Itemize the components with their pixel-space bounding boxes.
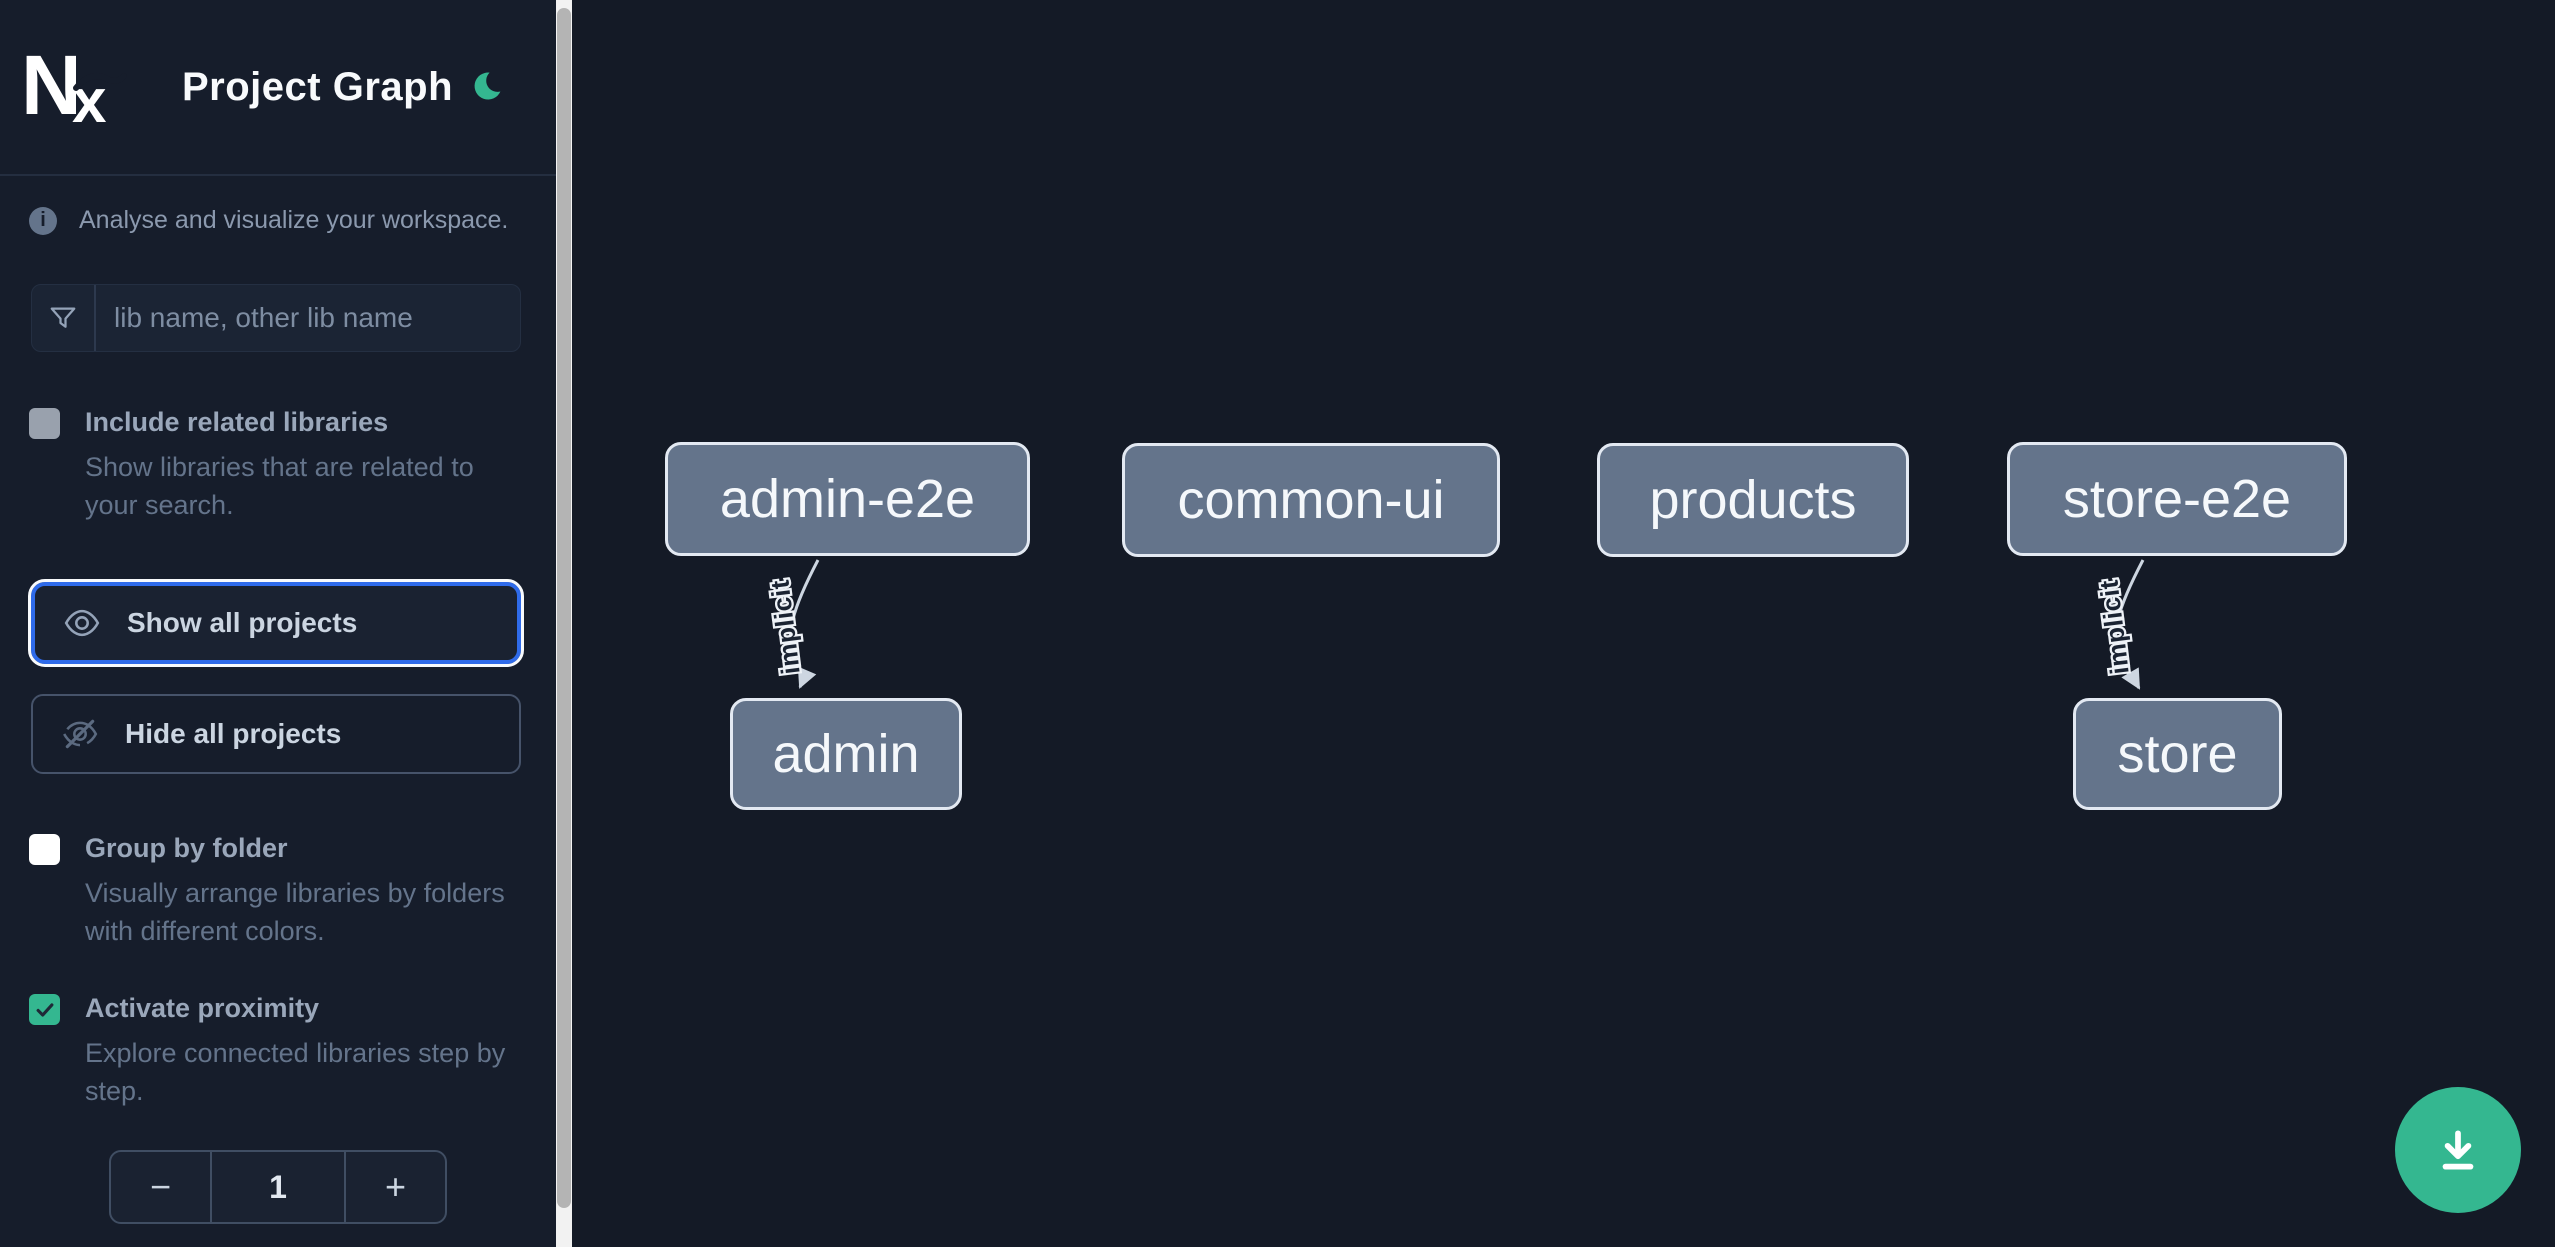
hide-all-projects-label: Hide all projects (125, 718, 342, 749)
graph-node-store[interactable]: store (2073, 698, 2282, 810)
include-related-checkbox[interactable] (29, 408, 60, 439)
graph-edges: implicit implicit (762, 559, 2145, 690)
edge-admin-e2e-to-admin (788, 559, 820, 689)
edge-label-implicit: implicit (2093, 578, 2134, 676)
sidebar-scrollbar-thumb[interactable] (557, 8, 571, 1208)
proximity-value: 1 (210, 1152, 346, 1222)
show-all-projects-label: Show all projects (127, 607, 358, 638)
show-all-projects-button[interactable]: Show all projects (28, 579, 524, 667)
nx-logo: N x (21, 38, 127, 136)
option-include-related: Include related libraries Show libraries… (29, 404, 529, 524)
info-text: Analyse and visualize your workspace. (79, 206, 509, 234)
search-input[interactable] (96, 285, 520, 351)
proximity-decrement-button[interactable]: − (149, 1166, 172, 1207)
checkmark-icon (36, 1002, 53, 1017)
group-by-folder-checkbox[interactable] (29, 834, 60, 865)
search-box (31, 284, 521, 352)
page-title: Project Graph (182, 64, 454, 109)
info-banner: i Analyse and visualize your workspace. (29, 206, 556, 235)
edge-store-e2e-to-store (2113, 559, 2145, 690)
option-group-by-folder: Group by folder Visually arrange librari… (29, 830, 529, 950)
option-description: Show libraries that are related to your … (85, 452, 474, 520)
eye-off-icon (63, 719, 98, 749)
info-icon: i (29, 206, 57, 235)
download-graph-button[interactable] (2395, 1087, 2521, 1213)
option-label: Include related libraries (85, 407, 389, 437)
dark-mode-moon-icon[interactable] (468, 69, 504, 105)
option-description: Explore connected libraries step by step… (85, 1038, 506, 1106)
eye-icon (64, 609, 100, 637)
download-icon (2442, 1130, 2474, 1170)
option-label: Group by folder (85, 833, 288, 863)
project-graph-canvas[interactable]: implicit implicit admin-e2e common-ui pr… (572, 0, 2555, 1247)
sidebar-header: N x Project Graph (0, 0, 556, 176)
sidebar: N x Project Graph i Analyse and visualiz… (0, 0, 556, 1247)
proximity-stepper: − 1 + (109, 1150, 447, 1224)
sidebar-scrollbar[interactable] (556, 0, 572, 1247)
graph-node-products[interactable]: products (1597, 443, 1909, 557)
option-label: Activate proximity (85, 993, 320, 1023)
graph-node-admin[interactable]: admin (730, 698, 962, 810)
edge-label-implicit: implicit (764, 578, 805, 676)
filter-icon (32, 285, 96, 351)
svg-text:N: N (21, 38, 82, 132)
option-activate-proximity: Activate proximity Explore connected lib… (29, 990, 529, 1110)
proximity-increment-button[interactable]: + (384, 1166, 407, 1207)
hide-all-projects-button[interactable]: Hide all projects (31, 694, 521, 774)
activate-proximity-checkbox[interactable] (29, 994, 60, 1025)
option-description: Visually arrange libraries by folders wi… (85, 878, 505, 946)
graph-node-common-ui[interactable]: common-ui (1122, 443, 1500, 557)
graph-node-admin-e2e[interactable]: admin-e2e (665, 442, 1030, 556)
graph-node-store-e2e[interactable]: store-e2e (2007, 442, 2347, 556)
